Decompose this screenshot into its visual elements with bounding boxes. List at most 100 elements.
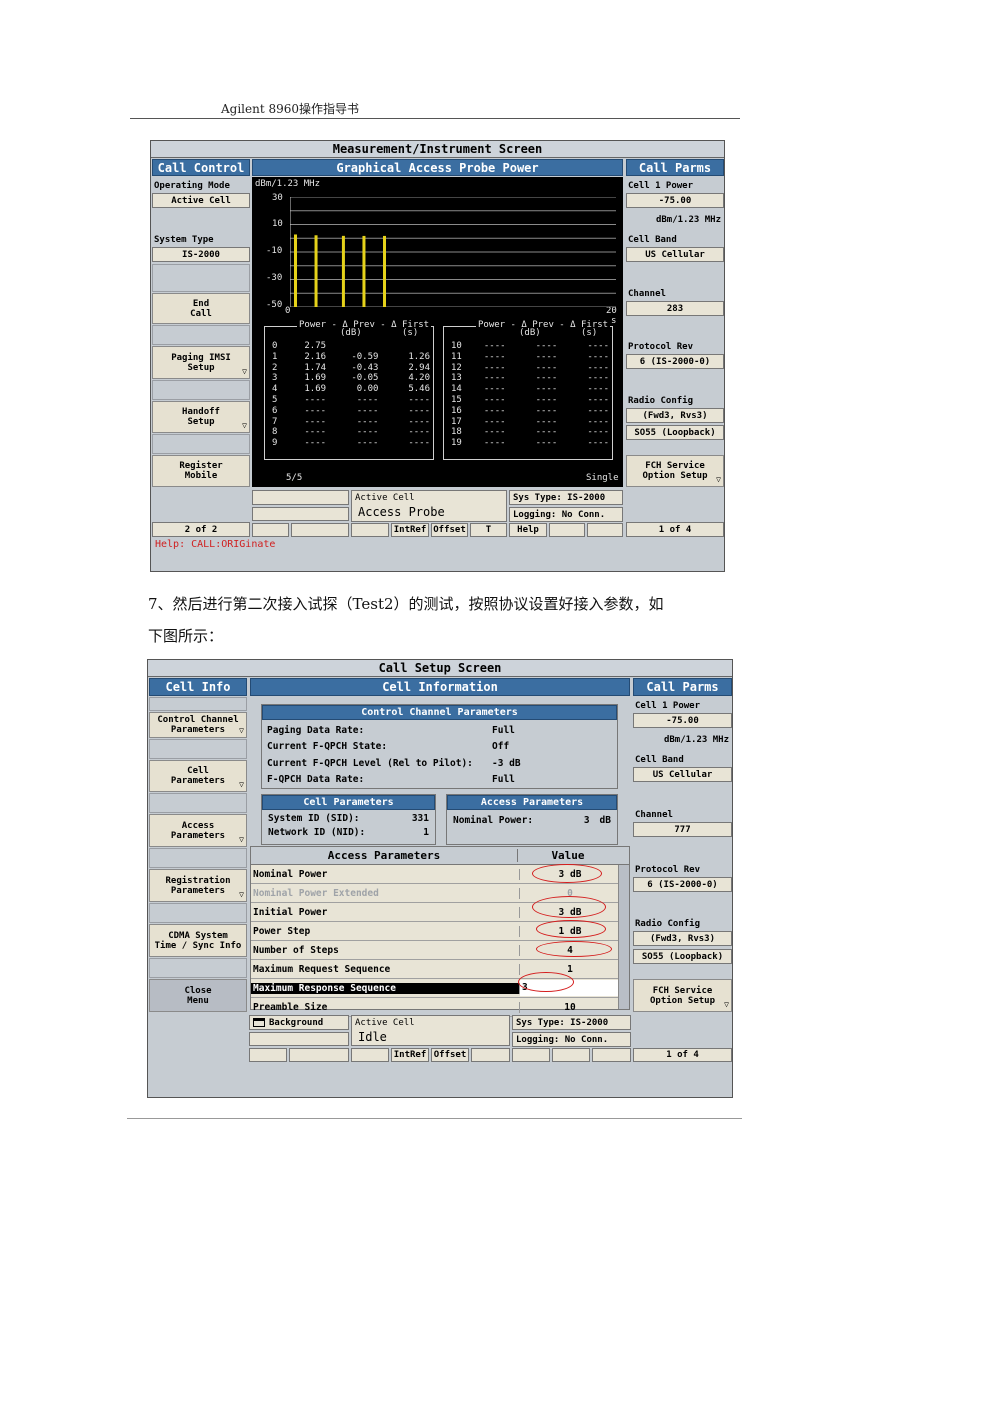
probe-row: 8------------ xyxy=(269,427,433,438)
background-toggle[interactable]: Background xyxy=(249,1015,349,1030)
cell-band-value[interactable]: US Cellular xyxy=(626,247,724,262)
status-field-empty xyxy=(252,507,349,521)
radio-config-label: Radio Config xyxy=(635,919,701,929)
cell-band-value[interactable]: US Cellular xyxy=(633,767,732,782)
close-menu-button[interactable]: Close Menu xyxy=(149,979,247,1012)
cell-power-value[interactable]: -75.00 xyxy=(633,713,732,728)
blank-key xyxy=(149,739,247,759)
probe-power-graph: dBm/1.23 MHz 30 10 -10 -30 -50 0 20 s Po… xyxy=(252,177,623,487)
submenu-triangle-icon: ▽ xyxy=(239,835,244,844)
logging-status: Logging: No Conn. xyxy=(509,507,623,522)
probe-row: 5------------ xyxy=(269,395,433,406)
operating-mode-value[interactable]: Active Cell xyxy=(152,193,250,208)
bottom-key-empty[interactable] xyxy=(592,1048,631,1062)
header-prev: Δ Prev xyxy=(521,320,554,330)
probe-first: ---- xyxy=(587,351,609,362)
protocol-rev-value[interactable]: 6 (IS-2000-0) xyxy=(633,877,732,892)
probe-row: 12------------ xyxy=(448,363,612,374)
probe-power: 1.69 xyxy=(304,373,327,384)
channel-value[interactable]: 283 xyxy=(626,301,724,316)
service-option-value[interactable]: SO55 (Loopback) xyxy=(626,425,724,440)
cell-parameters-button[interactable]: Cell Parameters ▽ xyxy=(149,760,247,792)
blank-key xyxy=(149,958,247,978)
service-option-value[interactable]: SO55 (Loopback) xyxy=(633,949,732,964)
measurement-screen: Measurement/Instrument Screen Call Contr… xyxy=(150,140,725,572)
param-name: Preamble Size xyxy=(251,1001,520,1013)
table-scrollbar[interactable] xyxy=(618,865,629,1009)
handoff-setup-button[interactable]: Handoff Setup ▽ xyxy=(152,401,250,433)
control-channel-row: Paging Data Rate:Full xyxy=(267,722,607,739)
bottom-key-empty[interactable] xyxy=(291,523,349,537)
cell-status-label: Active Cell xyxy=(355,1018,415,1028)
radio-config-value[interactable]: (Fwd3, Rvs3) xyxy=(633,931,732,946)
bottom-key-empty[interactable] xyxy=(549,523,585,537)
param-name: Maximum Response Sequence xyxy=(251,982,520,994)
k4-label-2: Parameters xyxy=(170,885,226,896)
right-page-indicator[interactable]: 1 of 4 xyxy=(633,1048,732,1062)
protocol-rev-value[interactable]: 6 (IS-2000-0) xyxy=(626,354,724,369)
help-key[interactable]: Help xyxy=(509,523,547,537)
probe-first: 4.20 xyxy=(408,373,430,384)
probe-power: ---- xyxy=(304,438,327,449)
bottom-key-empty[interactable] xyxy=(587,523,623,537)
cdma-system-time-button[interactable]: CDMA System Time / Sync Info xyxy=(149,924,247,957)
status-field-empty xyxy=(249,1032,349,1046)
fch-service-option-button[interactable]: FCH Service Option Setup ▽ xyxy=(626,455,724,487)
bottom-key-empty[interactable] xyxy=(289,1048,349,1062)
y-tick-label: -10 xyxy=(266,246,283,256)
bottom-key-empty[interactable] xyxy=(249,1048,287,1062)
header-rule xyxy=(130,118,740,119)
intref-key[interactable]: IntRef xyxy=(391,1048,429,1062)
bottom-key-empty[interactable] xyxy=(351,523,389,537)
probe-power: ---- xyxy=(483,438,506,449)
probe-first xyxy=(381,341,433,352)
probe-first: ---- xyxy=(587,362,609,373)
t-key[interactable]: T xyxy=(470,523,507,537)
left-page-indicator[interactable]: 2 of 2 xyxy=(152,522,250,537)
bottom-key-empty[interactable] xyxy=(512,1048,550,1062)
fch-label-1: FCH Service xyxy=(645,461,705,471)
document-header: Agilent 8960操作指导书 xyxy=(221,102,360,116)
access-parameters-button[interactable]: Access Parameters ▽ xyxy=(149,814,247,847)
probe-index: 4 xyxy=(272,384,278,395)
protocol-rev-label: Protocol Rev xyxy=(635,865,701,875)
registration-parameters-button[interactable]: Registration Parameters ▽ xyxy=(149,869,247,902)
offset-key[interactable]: Offset xyxy=(431,1048,469,1062)
channel-value[interactable]: 777 xyxy=(633,822,732,837)
instruction-paragraph: 7、然后进行第二次接入试探（Test2）的测试，按照协议设置好接入参数，如 下图… xyxy=(148,588,748,652)
fch-service-option-button[interactable]: FCH Service Option Setup ▽ xyxy=(633,979,732,1012)
probe-index: 0 xyxy=(272,341,278,351)
register-label-2: Mobile xyxy=(184,471,218,481)
x-tick-label: 20 xyxy=(606,306,617,316)
probe-row: 13------------ xyxy=(448,373,612,384)
right-page-indicator[interactable]: 1 of 4 xyxy=(626,522,724,537)
cell-power-value[interactable]: -75.00 xyxy=(626,193,724,208)
bottom-key-empty[interactable] xyxy=(552,1048,590,1062)
k3-label-1: Access xyxy=(181,820,215,831)
radio-config-value[interactable]: (Fwd3, Rvs3) xyxy=(626,408,724,423)
sys-type-status: Sys Type: IS-2000 xyxy=(509,490,623,505)
handoff-label-1: Handoff xyxy=(182,407,220,417)
control-channel-parameters-button[interactable]: Control Channel Parameters ▽ xyxy=(149,712,247,738)
end-call-label-1: End xyxy=(192,298,210,309)
param-name: Nominal Power xyxy=(251,868,520,880)
register-mobile-button[interactable]: Register Mobile xyxy=(152,455,250,487)
bottom-key-empty[interactable] xyxy=(351,1048,389,1062)
probe-row: 11------------ xyxy=(448,352,612,363)
probe-prev xyxy=(329,341,381,352)
sid-row: System ID (SID): 331 xyxy=(262,810,435,824)
probe-count: 5/5 xyxy=(286,473,303,483)
offset-key[interactable]: Offset xyxy=(431,523,468,537)
bottom-key-empty[interactable] xyxy=(471,1048,510,1062)
k1-label-2: Parameters xyxy=(170,725,226,735)
intref-key[interactable]: IntRef xyxy=(391,523,429,537)
screen-title: Measurement/Instrument Screen xyxy=(151,141,724,158)
paging-imsi-setup-button[interactable]: Paging IMSI Setup ▽ xyxy=(152,346,250,379)
bottom-key-empty[interactable] xyxy=(252,523,289,537)
end-call-button[interactable]: End Call xyxy=(152,293,250,324)
probe-index: 16 xyxy=(451,405,462,416)
system-type-value[interactable]: IS-2000 xyxy=(152,247,250,262)
